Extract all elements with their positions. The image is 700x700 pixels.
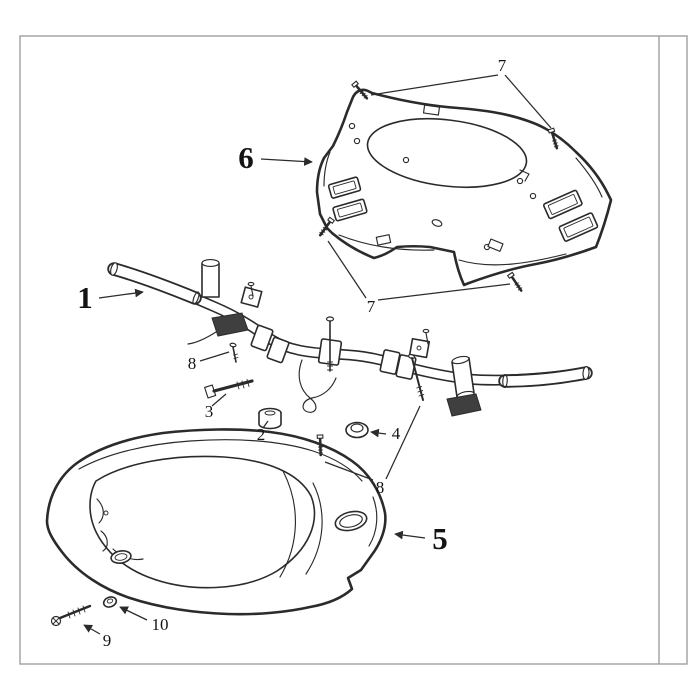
- leader-5: [394, 530, 426, 540]
- callout-7-bottom: 7: [367, 297, 376, 316]
- bolt-part-3: [204, 379, 254, 399]
- speedometer-opening: [366, 118, 528, 188]
- callout-4: 4: [392, 424, 401, 443]
- leader-6: [260, 157, 313, 166]
- right-clamp-plate: [408, 328, 431, 359]
- leader-3: [211, 393, 227, 407]
- callout-3: 3: [205, 402, 214, 421]
- cover-small-hole: [110, 550, 132, 564]
- grommet-part-4: [345, 421, 369, 439]
- callout-8-right: 8: [376, 478, 385, 497]
- spacer-part-2: [258, 407, 282, 430]
- screw-part-9: [50, 604, 92, 627]
- callout-1: 1: [77, 280, 93, 315]
- lower-cover-part: [45, 428, 387, 616]
- leader-8-left: [199, 351, 230, 362]
- leader-9: [83, 624, 101, 635]
- cable-routing: [298, 359, 337, 413]
- left-indicator-windows: [327, 176, 368, 222]
- leader-1: [98, 288, 144, 299]
- handlebar-clamp: [266, 336, 290, 364]
- cover-oval-hole: [334, 510, 368, 532]
- leader-8-right-a: [324, 461, 374, 481]
- nut-part-10: [102, 596, 118, 608]
- callout-9: 9: [103, 631, 112, 650]
- callout-10: 10: [152, 615, 169, 634]
- left-clamp-screw: [229, 342, 239, 363]
- leader-7-bottom-left: [327, 240, 367, 299]
- leader-lines: [83, 74, 552, 635]
- right-indicator-windows: [542, 189, 599, 242]
- leader-10: [119, 606, 148, 621]
- callout-8-left: 8: [188, 354, 197, 373]
- leader-4: [370, 428, 387, 438]
- left-riser-post: [201, 259, 220, 298]
- callout-6: 6: [238, 140, 254, 175]
- callout-labels: 7 6 7 1 8 3 2 4 8 5 9 10: [77, 56, 507, 650]
- upper-cover-part: [315, 88, 613, 287]
- left-switch-bracket: [211, 312, 249, 337]
- callout-2: 2: [257, 425, 266, 444]
- handlebar-clamp: [250, 324, 274, 352]
- leader-7-top-left: [370, 74, 499, 96]
- center-bolt: [325, 316, 335, 372]
- callout-5: 5: [432, 521, 448, 556]
- leader-2: [262, 420, 269, 429]
- callout-7-top: 7: [498, 56, 507, 75]
- screw-right-thin: [407, 354, 425, 401]
- leader-7-bottom-right: [377, 283, 511, 301]
- page-frame: [19, 35, 688, 665]
- right-switch-bracket: [446, 393, 482, 417]
- handlebar-part: [107, 259, 593, 417]
- left-clamp-plate: [240, 281, 263, 308]
- leader-7-top-right: [504, 74, 552, 129]
- leader-8-right-b: [385, 405, 421, 480]
